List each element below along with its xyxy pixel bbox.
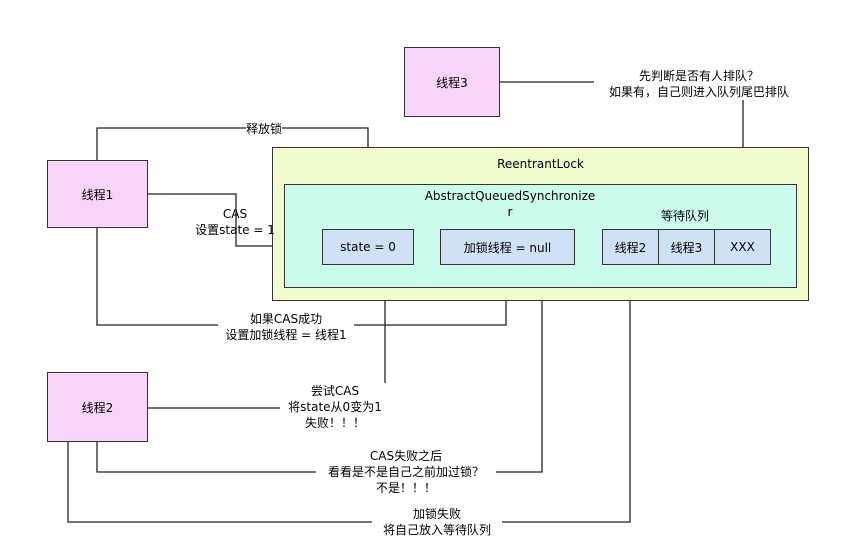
cas-success-line1: 如果CAS成功: [249, 312, 323, 326]
cas-fail-line1: CAS失败之后: [369, 449, 443, 463]
cas-fail-line3: 不是！！！: [375, 481, 436, 495]
thread3-label-line2: 如果有，自己则进入队列尾巴排队: [608, 85, 789, 99]
lock-fail-line1: 加锁失败: [412, 507, 461, 521]
try-cas-label: 尝试CAS 将state从0变为1 失败！！！: [280, 383, 390, 431]
cas-success-label: 如果CAS成功 设置加锁线程 = 线程1: [218, 311, 354, 343]
cas-fail-label: CAS失败之后 看看是不是自己之前加过锁？ 不是！！！: [316, 448, 496, 496]
thread3-label: 先判断是否有人排队？ 如果有，自己则进入队列尾巴排队: [594, 68, 804, 100]
wait-queue: 线程2 线程3 XXX: [602, 229, 772, 265]
thread1-box: 线程1: [47, 160, 148, 228]
queue-item-thread2: 线程2: [602, 229, 659, 265]
try-cas-line3: 失败！！！: [304, 416, 365, 430]
lock-fail-line2: 将自己放入等待队列: [382, 523, 491, 537]
aqs-title: AbstractQueuedSynchronize r: [345, 188, 675, 220]
thread3-box: 线程3: [404, 47, 500, 117]
try-cas-line1: 尝试CAS: [310, 384, 360, 398]
queue-title: 等待队列: [661, 209, 710, 223]
try-cas-line2: 将state从0变为1: [288, 400, 382, 414]
thread2-box: 线程2: [47, 372, 148, 442]
queue-item-xxx: XXX: [714, 229, 771, 265]
state-field: state = 0: [322, 229, 414, 265]
reentrant-lock-title: ReentrantLock: [497, 157, 584, 171]
thread3-label-line1: 先判断是否有人排队？: [638, 69, 759, 83]
cas-label-line2: 设置state = 1: [195, 223, 275, 237]
cas-label-line1: CAS: [222, 207, 248, 221]
aqs-title-line1: AbstractQueuedSynchronize: [424, 189, 596, 203]
cas-success-line2: 设置加锁线程 = 线程1: [225, 328, 347, 342]
lock-fail-label: 加锁失败 将自己放入等待队列: [372, 506, 502, 538]
release-lock-label: 释放锁: [246, 121, 283, 137]
aqs-title-line2: r: [507, 205, 513, 219]
enqueue-arrow: [67, 269, 634, 523]
cas-label: CAS 设置state = 1: [192, 206, 278, 238]
cas-fail-line2: 看看是不是自己之前加过锁？: [327, 465, 484, 479]
owner-field: 加锁线程 = null: [440, 229, 575, 265]
queue-item-thread3: 线程3: [658, 229, 715, 265]
